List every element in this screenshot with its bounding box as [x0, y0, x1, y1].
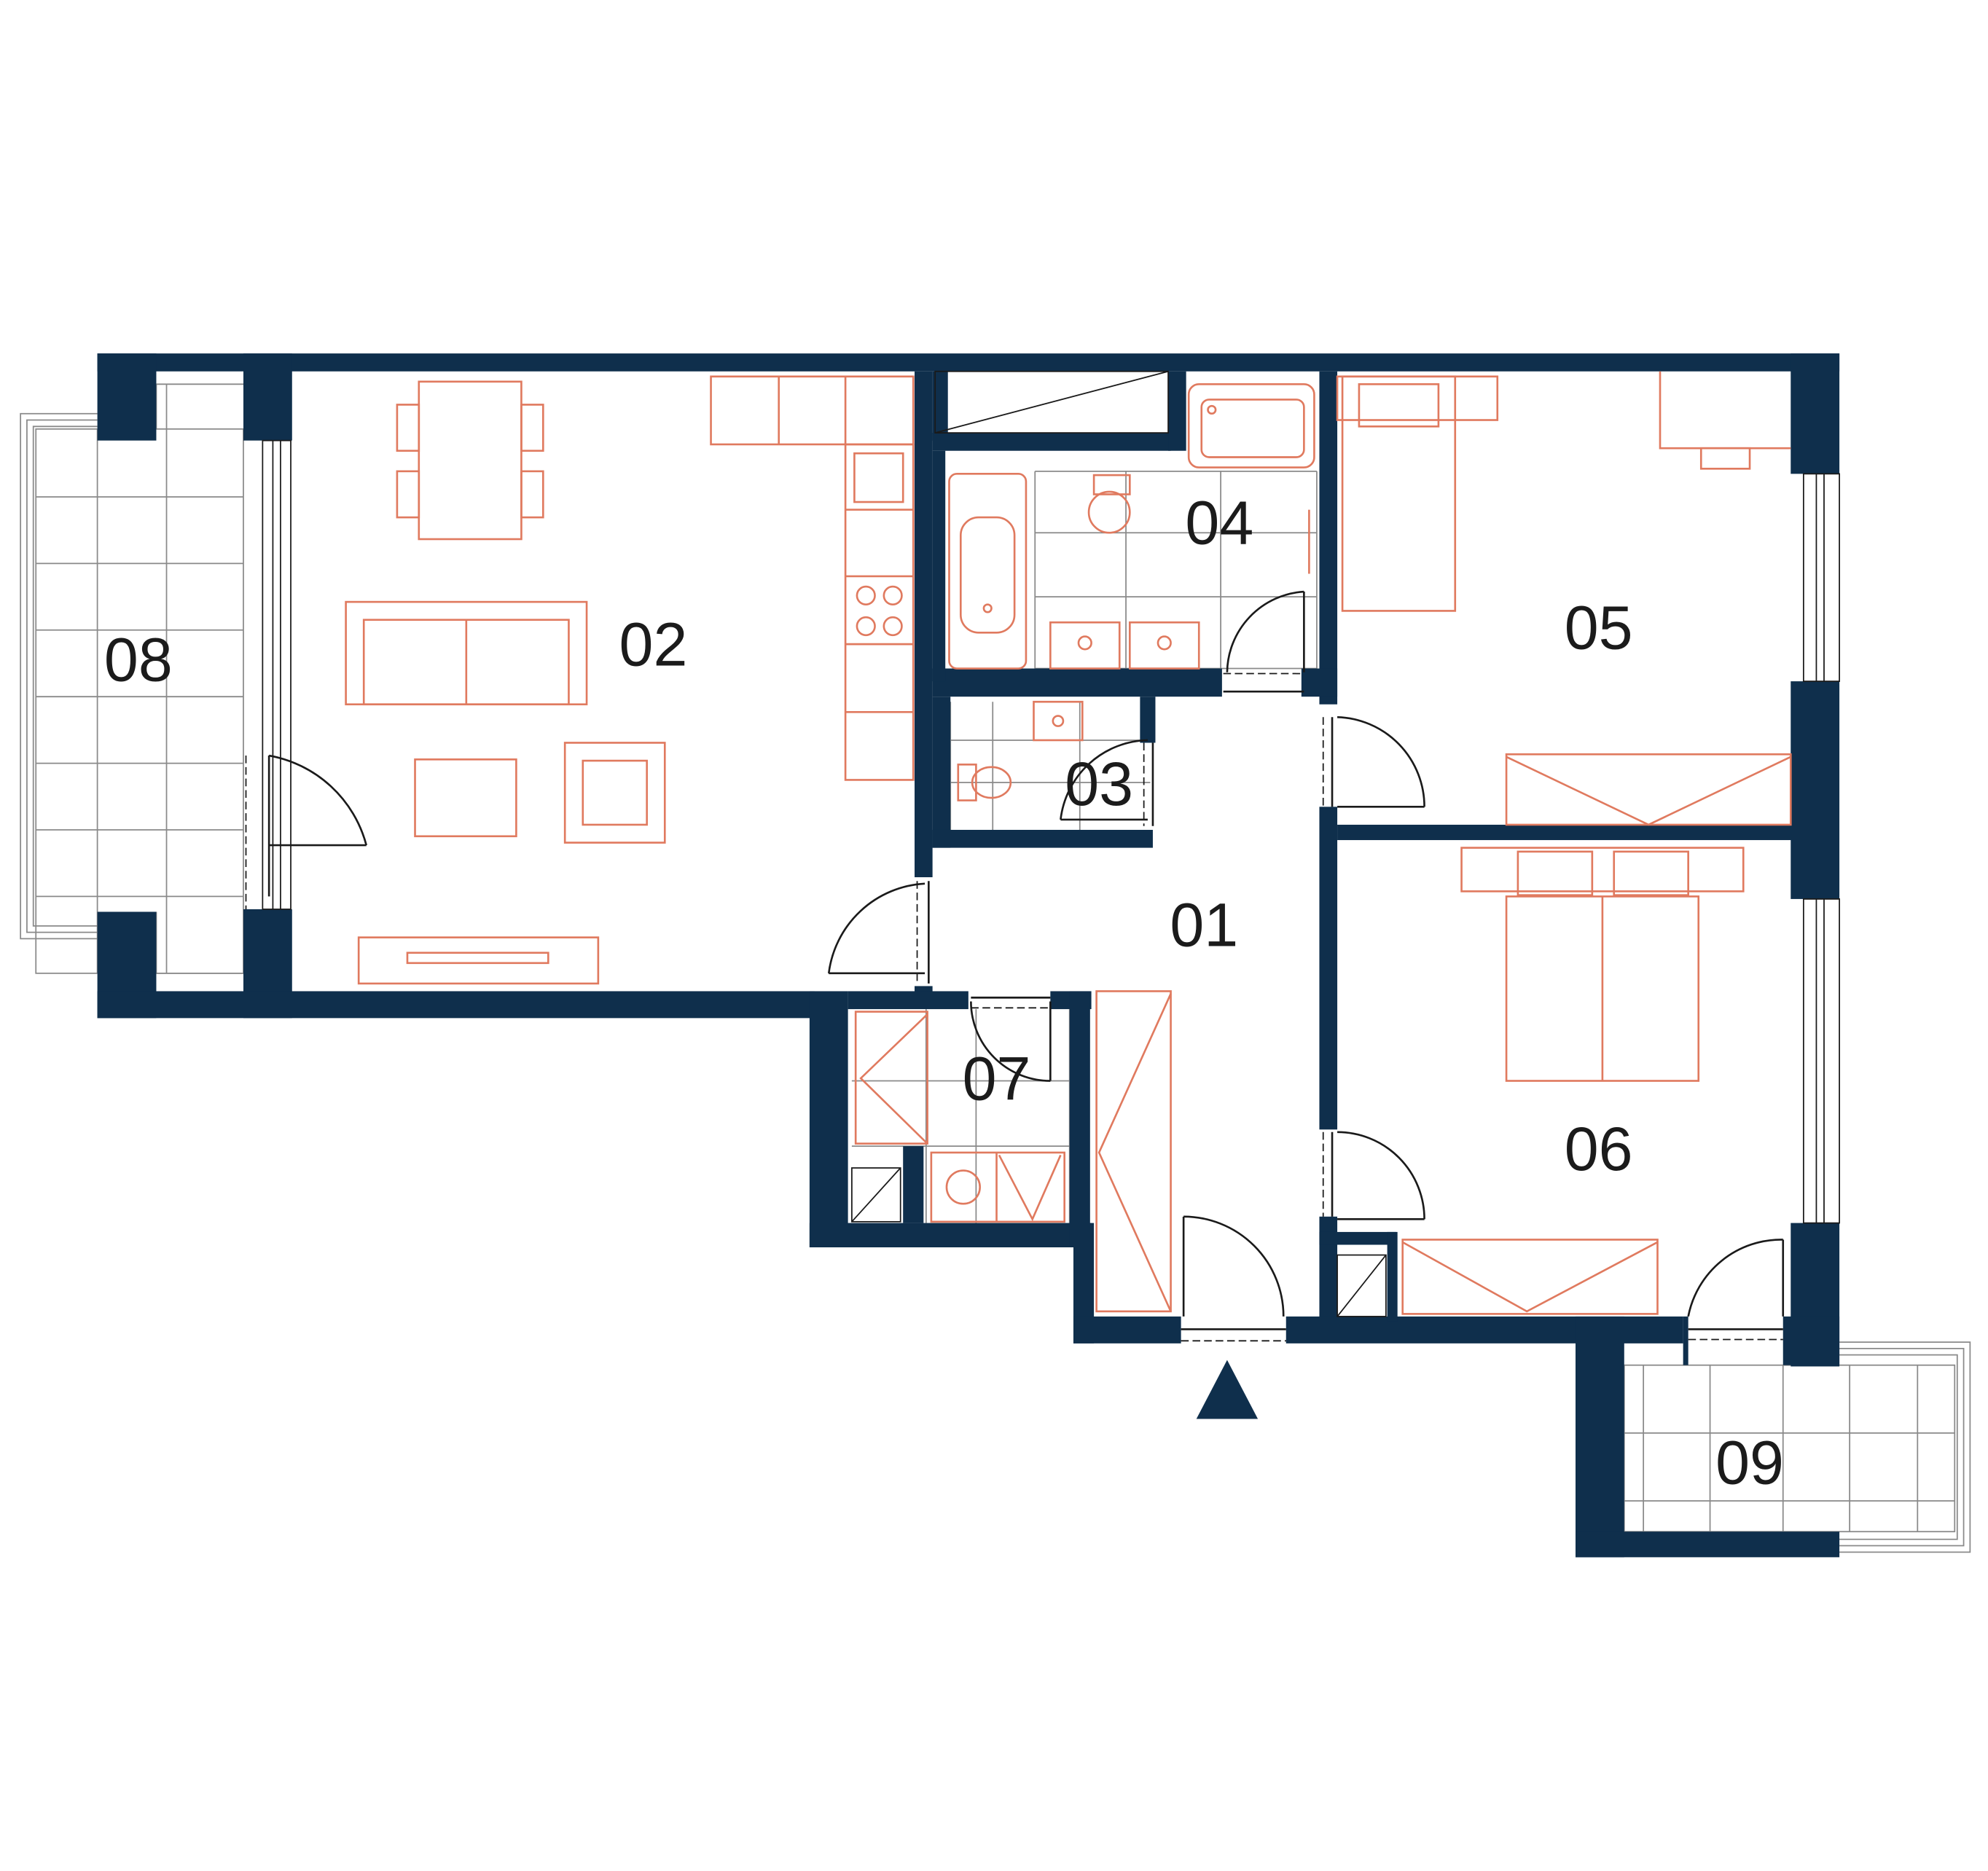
room-label-05: 05 [1565, 594, 1633, 662]
room-label-09: 09 [1715, 1429, 1784, 1497]
doors [267, 590, 1785, 1330]
room-label-02: 02 [619, 610, 688, 678]
room-label-01: 01 [1170, 890, 1238, 959]
balcony-09 [1623, 1341, 1971, 1553]
windows [262, 439, 1840, 1224]
room-labels: 01 02 03 04 05 06 07 08 09 [104, 488, 1784, 1497]
room-label-03: 03 [1065, 750, 1133, 818]
walls [97, 353, 1840, 1558]
shafts [851, 370, 1387, 1317]
room-label-04: 04 [1185, 488, 1253, 557]
room-label-07: 07 [963, 1044, 1031, 1113]
utility-tiles [851, 1009, 1071, 1223]
door-jambs [245, 672, 1783, 1342]
room-label-08: 08 [104, 626, 173, 694]
bathroom-tiles [1034, 470, 1318, 670]
room-label-06: 06 [1565, 1115, 1633, 1183]
entrance-arrow-icon [1196, 1360, 1259, 1419]
furniture [345, 371, 1792, 1315]
